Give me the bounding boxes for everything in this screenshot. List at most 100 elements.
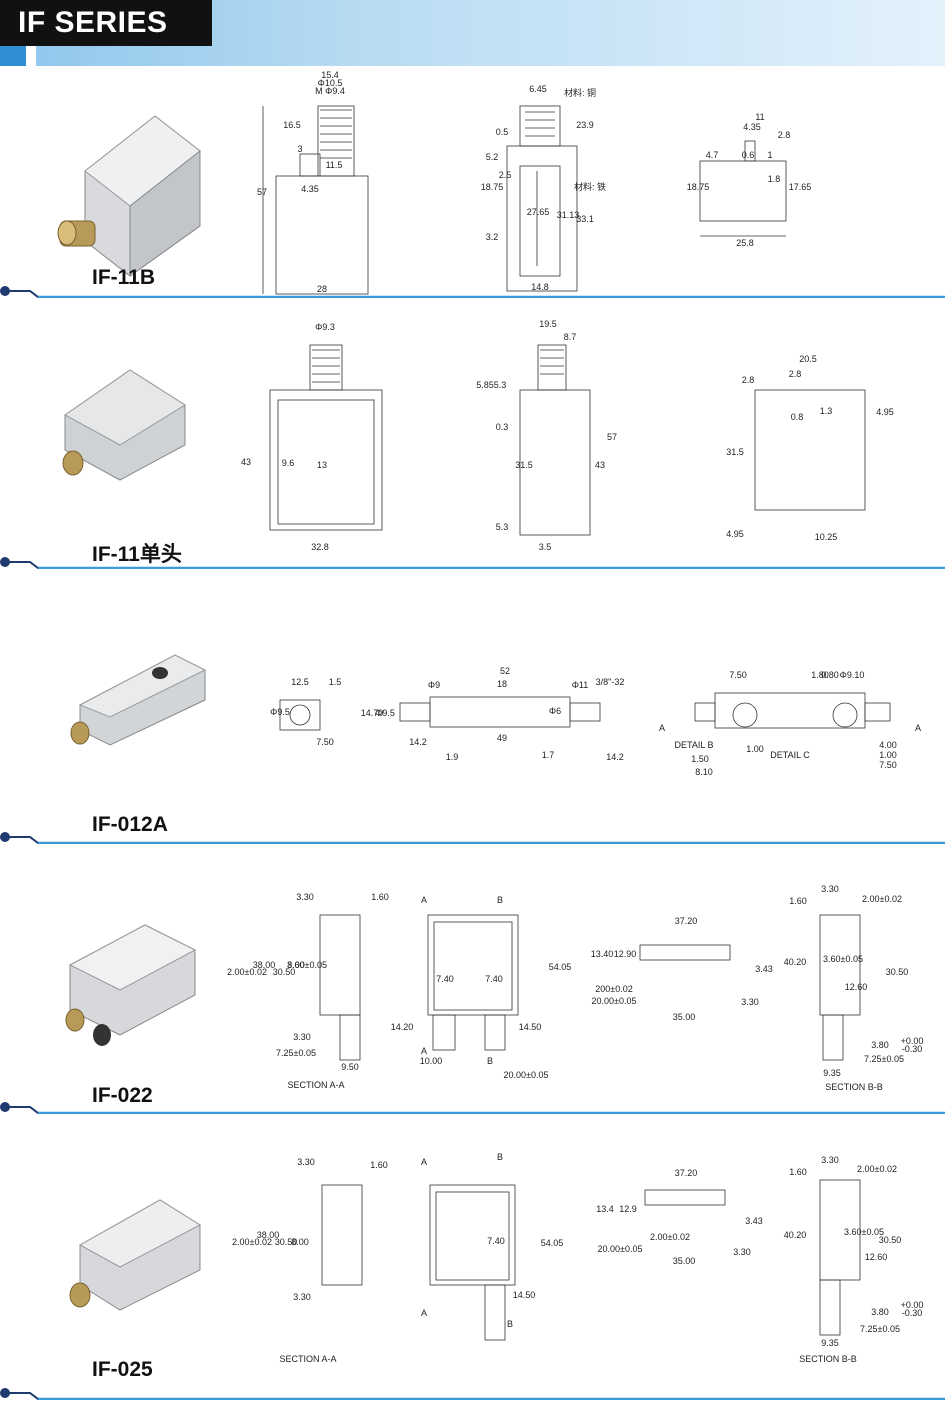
dimension-label: 31.13	[557, 210, 580, 220]
dimension-label: DETAIL C	[770, 750, 810, 760]
dimension-label: 35.00	[673, 1012, 696, 1022]
dimension-label: Φ9.10	[840, 670, 865, 680]
dimension-label: 40.20	[784, 1230, 807, 1240]
dimension-label: 4.35	[743, 122, 761, 132]
dimension-label: A	[421, 895, 427, 905]
dimension-label: 38.00	[257, 1230, 280, 1240]
model-name: IF-012A	[92, 813, 168, 836]
dimension-label: 40.20	[784, 957, 807, 967]
header-accent	[0, 46, 26, 66]
dimension-label: 3.43	[755, 964, 773, 974]
dimension-label: M Φ9.4	[315, 86, 345, 96]
dimension-label: 13.40	[591, 949, 614, 959]
dimension-label: 12.5	[291, 677, 309, 687]
dimension-label: 14.70	[361, 708, 384, 718]
dimension-label: SECTION A-A	[287, 1080, 344, 1090]
dimension-label: 4.00	[879, 740, 897, 750]
dimension-label: B	[497, 895, 503, 905]
dimension-label: 18.75	[687, 182, 710, 192]
dimension-label: 32.8	[311, 542, 329, 552]
dimension-label: 14.50	[513, 1290, 536, 1300]
dimension-label: 1.8	[768, 174, 781, 184]
dimension-label: -0.30	[902, 1308, 923, 1318]
dimension-label: 9.35	[823, 1068, 841, 1078]
dimension-label: 18.75	[481, 182, 504, 192]
dimension-label: 54.05	[541, 1238, 564, 1248]
dimension-label: 35.00	[673, 1256, 696, 1266]
dimension-label: 15.4	[321, 70, 339, 80]
dimension-label: 7.25±0.05	[860, 1324, 900, 1334]
dimension-label: 17.65	[789, 182, 812, 192]
dimension-label: 20.00±0.05	[504, 1070, 549, 1080]
dimension-label: Φ11	[572, 680, 589, 690]
dimension-label: 9.35	[821, 1338, 839, 1348]
dimension-label: 2.8	[789, 369, 802, 379]
dimension-label: 1.3	[820, 406, 833, 416]
dimension-label: SECTION A-A	[279, 1354, 336, 1364]
dimension-label: 3.60±0.05	[823, 954, 863, 964]
dimension-label: +0.00	[901, 1300, 924, 1310]
dimension-label: 30.50	[879, 1235, 902, 1245]
product-photo-if-11b	[57, 115, 201, 277]
dimension-label: 11	[755, 112, 764, 122]
dimension-label: 3.60±0.05	[844, 1227, 884, 1237]
dimension-label: A	[421, 1308, 427, 1318]
dimension-label: 1.60	[371, 892, 389, 902]
dimension-label: DETAIL B	[674, 740, 713, 750]
dimension-label: 7.50	[316, 737, 334, 747]
dimension-label: 200±0.02	[595, 984, 632, 994]
dimension-label: 0.8	[791, 412, 804, 422]
product-photo-if-025	[69, 1199, 202, 1311]
dimension-label: 2.00±0.02	[862, 894, 902, 904]
dimension-label: 23.9	[576, 120, 594, 130]
dimension-label: 14.8	[531, 282, 549, 292]
series-title-tab: IF SERIES	[0, 0, 212, 46]
dimension-label: 0.6	[742, 150, 755, 160]
section-divider	[0, 286, 945, 298]
dimension-label: 30.50	[273, 967, 296, 977]
dimension-label: Φ10.5	[318, 78, 343, 88]
dimension-label: 7.50	[879, 760, 897, 770]
dimension-label: 2.00±0.02	[650, 1232, 690, 1242]
dimension-label: 3.30	[293, 1032, 311, 1042]
dimension-label: 1.00	[879, 750, 897, 760]
dimension-label: 1.00	[746, 744, 764, 754]
dimension-label: Φ9.5	[375, 708, 395, 718]
dimension-label: SECTION B-B	[825, 1082, 883, 1092]
dimension-label: 2.00±0.02	[857, 1164, 897, 1174]
dimension-label: SECTION B-B	[799, 1354, 857, 1364]
section-divider	[0, 557, 945, 569]
dimension-label: Φ9	[428, 680, 440, 690]
dimension-label: 27.65	[527, 207, 550, 217]
dimension-label: 1.50	[691, 754, 709, 764]
dimension-label: 材料: 铜	[564, 87, 596, 98]
dimension-label: Φ6	[549, 706, 561, 716]
drawing-if-11-single	[269, 344, 866, 536]
dimension-label: 3.30	[821, 884, 839, 894]
dimension-label: 5.85	[476, 380, 494, 390]
dimension-label: 20.00±0.05	[592, 996, 637, 1006]
dimension-label: 7.40	[487, 1236, 505, 1246]
dimension-label: 2.00±0.02	[227, 967, 267, 977]
dimension-label: 材料: 铁	[574, 181, 606, 192]
page-header: IF SERIES	[0, 0, 945, 66]
dimension-label: 4.95	[876, 407, 894, 417]
dimension-label: 3.30	[733, 1247, 751, 1257]
dimension-label: 52	[500, 666, 510, 676]
dimension-label: 14.2	[409, 737, 427, 747]
dimension-label: B	[507, 1319, 513, 1329]
dimension-label: 31.5	[726, 447, 744, 457]
dimension-label: 3/8"-32	[596, 677, 625, 687]
dimension-label: A	[915, 723, 921, 733]
dimension-label: 20.00±0.05	[598, 1244, 643, 1254]
dimension-label: 1.9	[446, 752, 459, 762]
dimension-label: 19.5	[539, 319, 557, 329]
dimension-label: 3.30	[293, 1292, 311, 1302]
dimension-label: Φ9.5	[270, 707, 290, 717]
dimension-label: 14.2	[606, 752, 624, 762]
dimension-label: 4.95	[726, 529, 744, 539]
dimension-label: 0.5	[496, 127, 509, 137]
dimension-label: 3.30	[821, 1155, 839, 1165]
dimension-label: 57	[257, 187, 267, 197]
